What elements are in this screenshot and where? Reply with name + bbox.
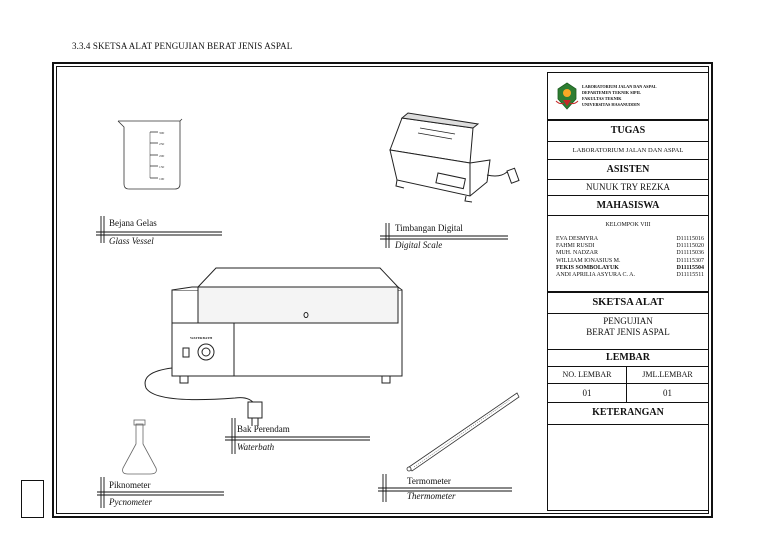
page-heading: 3.3.4 SKETSA ALAT PENGUJIAN BERAT JENIS … [72,41,293,51]
label-glass-vessel: Glass Vessel [109,236,154,246]
label-digital-scale: Digital Scale [395,240,443,250]
member-row: ANDI APRILIA ASYURA C. A. D11115511 [556,272,704,279]
beaker-tick-label: 300 [159,131,165,135]
institution-line: FAKULTAS TEKNIK [582,96,622,101]
no-lembar-value: 01 [548,383,626,402]
member-nim: D11115036 [676,250,704,257]
beaker-tick-label: 150 [159,165,165,169]
asisten-label: ASISTEN [548,159,708,179]
sketsa-line-2: BERAT JENIS ASPAL [586,327,670,337]
sketsa-line-1: PENGUJIAN [603,316,653,326]
beaker-tick-label: 200 [159,154,165,158]
member-row: MUH. NADZAR D11115036 [556,250,704,257]
member-row: FAHMI RUSDI D11115020 [556,243,704,250]
member-nim: D11115020 [676,243,704,250]
label-thermometer: Thermometer [407,491,456,501]
beaker-tick-label: 100 [159,177,165,181]
waterbath-drawing [144,267,403,426]
institution-line: UNIVERSITAS HASANUDDIN [582,102,640,107]
institution-line: LABORATORIUM JALAN DAN ASPAL [582,84,657,89]
member-nim: D11115504 [676,264,704,271]
label-timbangan-digital: Timbangan Digital [395,223,463,233]
tugas-label: TUGAS [548,119,708,141]
asisten-value: NUNUK TRY REZKA [548,179,708,195]
sketsa-description: PENGUJIAN BERAT JENIS ASPAL [548,313,708,349]
tugas-value: LABORATORIUM JALAN DAN ASPAL [548,141,708,159]
beaker-tick-label: 250 [159,142,165,146]
member-nim: D11115307 [676,257,704,264]
member-list: EVA DESMYRA D11115016 FAHMI RUSDI D1111502… [556,236,704,279]
member-nim: D11115511 [676,272,704,279]
institution-text: LABORATORIUM JALAN DAN ASPAL DEPARTEMEN … [582,84,657,108]
waterbath-plate-text: WATERBATH [190,336,213,340]
member-name: MUH. NADZAR [556,250,598,257]
member-name: FAHMI RUSDI [556,243,595,250]
jml-lembar-value: 01 [626,383,708,402]
label-waterbath: Waterbath [237,442,275,452]
lembar-grid-border [548,366,708,402]
label-pycnometer: Pycnometer [109,497,152,507]
margin-box [21,480,44,518]
member-name: FEKIS SOMBOLAYUK [556,264,619,271]
beaker-drawing [117,118,183,190]
jml-lembar-label: JML.LEMBAR [626,366,708,383]
member-row: FEKIS SOMBOLAYUK D11115504 [556,265,704,272]
thermometer-drawing [406,392,520,472]
digital-scale-drawing [389,112,520,203]
pycnometer-drawing [122,419,157,475]
lembar-grid: NO. LEMBAR JML.LEMBAR 01 01 [548,366,708,402]
institution-line: DEPARTEMEN TEKNIK SIPIL [582,90,642,95]
lembar-label: LEMBAR [548,349,708,366]
title-block-logo-row: LABORATORIUM JALAN DAN ASPAL DEPARTEMEN … [548,73,708,119]
keterangan-divider [548,424,708,425]
member-name: ANDI APRILIA ASYURA C. A. [556,272,636,279]
drawing-frame-outer [52,62,713,518]
member-row: WILLIAM IONASIUS M. D11115307 [556,258,704,265]
label-bejana-gelas: Bejana Gelas [109,218,157,228]
keterangan-label: KETERANGAN [548,402,708,424]
member-name: WILLIAM IONASIUS M. [556,257,621,264]
label-termometer: Termometer [407,476,451,486]
label-piknometer: Piknometer [109,480,151,490]
sketsa-alat-label: SKETSA ALAT [548,291,708,313]
university-logo-icon [555,82,579,110]
no-lembar-label: NO. LEMBAR [562,370,612,379]
mahasiswa-label: MAHASISWA [548,195,708,215]
label-leader-lines [96,216,512,508]
member-nim: D11115016 [676,236,704,242]
title-block: LABORATORIUM JALAN DAN ASPAL DEPARTEMEN … [547,72,709,511]
kelompok-label: KELOMPOK VIII [548,215,708,291]
label-bak-perendam: Bak Perendam [237,424,290,434]
member-name: EVA DESMYRA [556,236,599,242]
member-row: EVA DESMYRA D11115016 [556,236,704,243]
